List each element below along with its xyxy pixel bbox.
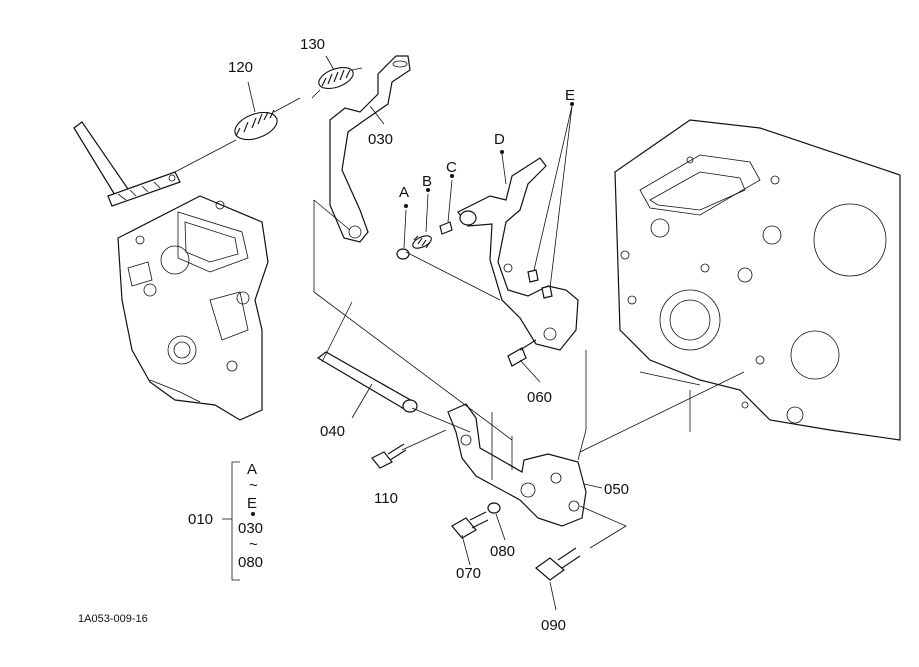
assembly-range1-end: E xyxy=(247,495,257,512)
callout-c: C xyxy=(446,159,457,176)
assembly-range2-tilde: ~ xyxy=(249,536,258,553)
callout-a: A xyxy=(399,184,409,201)
bolt-060 xyxy=(507,339,537,367)
callout-040: 040 xyxy=(320,423,345,440)
callout-080: 080 xyxy=(490,543,515,560)
governor-lever-left xyxy=(73,121,181,207)
callout-050: 050 xyxy=(604,481,629,498)
callout-e: E xyxy=(565,87,575,104)
callout-d: D xyxy=(494,131,505,148)
callout-060: 060 xyxy=(527,389,552,406)
drawing-code: 1A053-009-16 xyxy=(78,613,148,625)
assembly-range1-start: A xyxy=(247,461,257,478)
shaft-040 xyxy=(316,351,418,413)
spring-120 xyxy=(174,97,301,173)
bolt-110 xyxy=(371,443,407,469)
callout-120: 120 xyxy=(228,59,253,76)
washer-080 xyxy=(487,502,501,514)
engine-block-right xyxy=(614,119,901,441)
spring-130 xyxy=(311,66,363,99)
fork-lever-d xyxy=(457,157,579,351)
callout-130: 130 xyxy=(300,36,325,53)
assembly-number: 010 xyxy=(188,511,213,528)
bolt-070 xyxy=(451,511,489,539)
callout-b: B xyxy=(422,173,432,190)
assembly-lines xyxy=(313,199,745,549)
callout-030: 030 xyxy=(368,131,393,148)
assembly-range2-end: 080 xyxy=(238,554,263,571)
lever-030 xyxy=(329,55,411,243)
callout-110: 110 xyxy=(374,490,398,507)
gear-case-left xyxy=(117,195,269,421)
assembly-range1-tilde: ~ xyxy=(249,477,258,494)
callout-070: 070 xyxy=(456,565,481,582)
bracket-050 xyxy=(447,403,587,527)
callout-090: 090 xyxy=(541,617,566,634)
bolt-090 xyxy=(535,547,581,581)
leader-lines xyxy=(247,55,603,611)
parts-abc xyxy=(396,221,453,260)
assembly-key: 010 A ~ E 030 ~ 080 xyxy=(188,461,263,581)
assembly-range2-start: 030 xyxy=(238,520,263,537)
